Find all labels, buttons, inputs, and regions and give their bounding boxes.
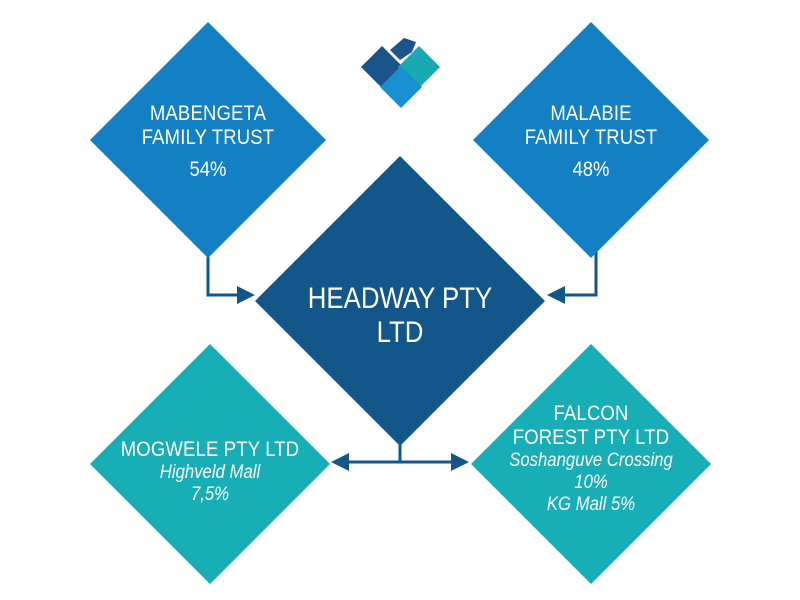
entity-name-line1: FALCON	[553, 402, 629, 425]
diamond-bottom-left	[90, 344, 330, 584]
mabengeta-family-trust-label: MABENGETA FAMILY TRUST 54%	[110, 102, 306, 182]
asset-name-2: KG Mall 5%	[546, 494, 636, 515]
ownership-percent: 7,5%	[190, 484, 230, 505]
center-entity-name: HEADWAY PTY LTD	[307, 282, 493, 349]
asset-name-1: Soshanguve Crossing	[509, 450, 673, 471]
entity-name-line1: MABENGETA	[149, 102, 267, 125]
entity-name-line2: FAMILY TRUST	[141, 126, 275, 149]
malabie-family-trust-label: MALABIE FAMILY TRUST 48%	[493, 102, 689, 182]
connector-top-right	[547, 246, 598, 304]
entity-name-line2: FAMILY TRUST	[524, 126, 658, 149]
connector-top-left	[206, 246, 255, 304]
diamond-top-right	[473, 22, 709, 258]
entity-name: MOGWELE PTY LTD	[120, 438, 300, 461]
mogwele-pty-ltd-label: MOGWELE PTY LTD Highveld Mall 7,5%	[100, 438, 320, 506]
falcon-forest-pty-ltd-label: FALCON FOREST PTY LTD Soshanguve Crossin…	[471, 402, 711, 516]
ownership-percent: 54%	[189, 158, 227, 181]
diamond-center	[255, 156, 545, 446]
asset-name: Highveld Mall	[159, 462, 261, 483]
ownership-percent-1: 10%	[574, 472, 608, 493]
company-logo-diamond-icon	[361, 38, 440, 108]
headway-pty-ltd-label: HEADWAY PTY LTD	[270, 282, 530, 350]
diamond-top-left	[90, 22, 326, 258]
entity-name-line1: MALABIE	[550, 102, 632, 125]
diamond-bottom-right	[471, 344, 711, 584]
entity-name-line2: FOREST PTY LTD	[512, 426, 670, 449]
ownership-percent: 48%	[572, 158, 610, 181]
